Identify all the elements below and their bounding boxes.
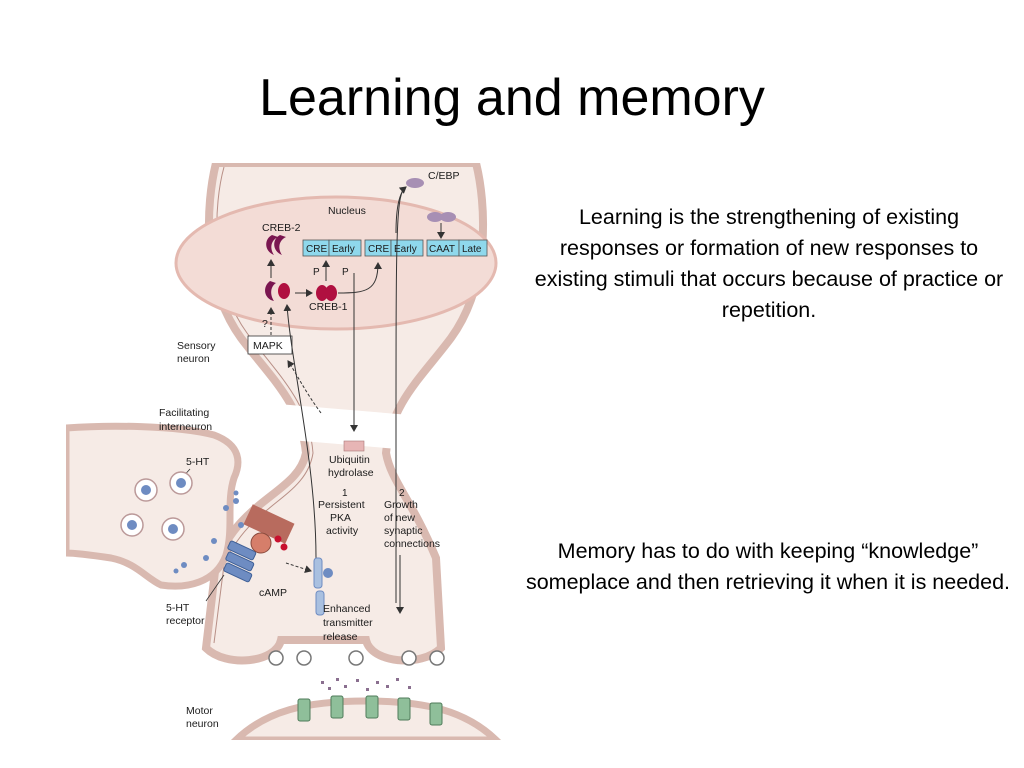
- pka-label-1: Persistent: [318, 499, 365, 511]
- mapk-question-mark: ?: [262, 318, 268, 330]
- serotonin-vesicles: [120, 471, 193, 541]
- cebp-protein-top: [406, 178, 424, 188]
- ubiquitin-label-1: Ubiquitin: [329, 454, 370, 466]
- learning-memory-diagram: Nucleus CRE Early CRE Early CAAT Late CR…: [66, 163, 502, 740]
- creb2-protein: [266, 235, 286, 255]
- enhanced-label-2: transmitter: [323, 617, 373, 629]
- pka-label-3: activity: [326, 525, 359, 537]
- cebp-dimer-left: [427, 212, 443, 222]
- gene-box-cre-1: CRE: [306, 244, 327, 255]
- growth-label-3: synaptic: [384, 525, 423, 537]
- terminal-vesicles: [268, 650, 445, 666]
- creb2-bound: [265, 281, 276, 301]
- ubiquitin-label-2: hydrolase: [328, 467, 374, 479]
- gene-box-early-2: Early: [394, 244, 417, 255]
- creb1-label: CREB-1: [309, 301, 348, 313]
- slide-title: Learning and memory: [259, 69, 765, 127]
- camp-label: cAMP: [259, 587, 287, 599]
- gene-box-early-1: Early: [332, 244, 355, 255]
- facilitating-label-1: Facilitating: [159, 407, 209, 419]
- gene-box-cre-2: CRE: [368, 244, 389, 255]
- enhanced-label-3: release: [323, 631, 358, 643]
- facilitating-label-2: interneuron: [159, 421, 212, 433]
- growth-label-4: connections: [384, 538, 440, 550]
- learning-definition: Learning is the strengthening of existin…: [534, 205, 1004, 322]
- creb1-bound: [278, 283, 290, 299]
- phosphate-label-1: P: [313, 267, 320, 278]
- sensory-neuron-label-2: neuron: [177, 353, 210, 365]
- gene-box-late: Late: [462, 244, 482, 255]
- released-serotonin: [173, 490, 244, 574]
- cebp-dimer-right: [440, 212, 456, 222]
- sensory-neuron-label-1: Sensory: [177, 340, 216, 352]
- pka-label-2: PKA: [330, 512, 351, 524]
- memory-definition: Memory has to do with keeping “knowledge…: [525, 539, 1011, 594]
- creb2-label: CREB-2: [262, 222, 301, 234]
- receptor-label-2: receptor: [166, 615, 205, 627]
- phosphate-label-2: P: [342, 267, 349, 278]
- growth-label-2: of new: [384, 512, 415, 524]
- gene-box-caat: CAAT: [429, 244, 455, 255]
- motor-neuron-label-2: neuron: [186, 718, 219, 730]
- creb1-left-unit: [316, 285, 328, 301]
- nucleus-label: Nucleus: [328, 205, 366, 217]
- pka-number: 1: [342, 488, 348, 499]
- motor-neuron-receptors: [297, 695, 443, 726]
- growth-number: 2: [399, 488, 405, 499]
- release-machinery: [313, 557, 333, 616]
- pka-regulatory: [243, 504, 295, 544]
- adenylyl-cyclase: [250, 532, 272, 554]
- cebp-label: C/EBP: [428, 170, 460, 182]
- ubiquitin-hydrolase-block: [343, 440, 365, 452]
- receptor-label-1: 5-HT: [166, 602, 190, 614]
- ht5-receptor: [223, 540, 257, 583]
- nucleus: [174, 195, 498, 331]
- mapk-label: MAPK: [253, 340, 283, 352]
- enhanced-label-1: Enhanced: [323, 603, 370, 615]
- released-transmitter: [321, 678, 411, 691]
- creb1-right-unit: [325, 285, 337, 301]
- gene-promoter-row: CRE Early CRE Early CAAT Late: [302, 239, 488, 257]
- facilitating-interneuron: [66, 422, 242, 590]
- motor-neuron-label-1: Motor: [186, 705, 213, 717]
- growth-label-1: Growth: [384, 499, 418, 511]
- ht5-label: 5-HT: [186, 456, 210, 468]
